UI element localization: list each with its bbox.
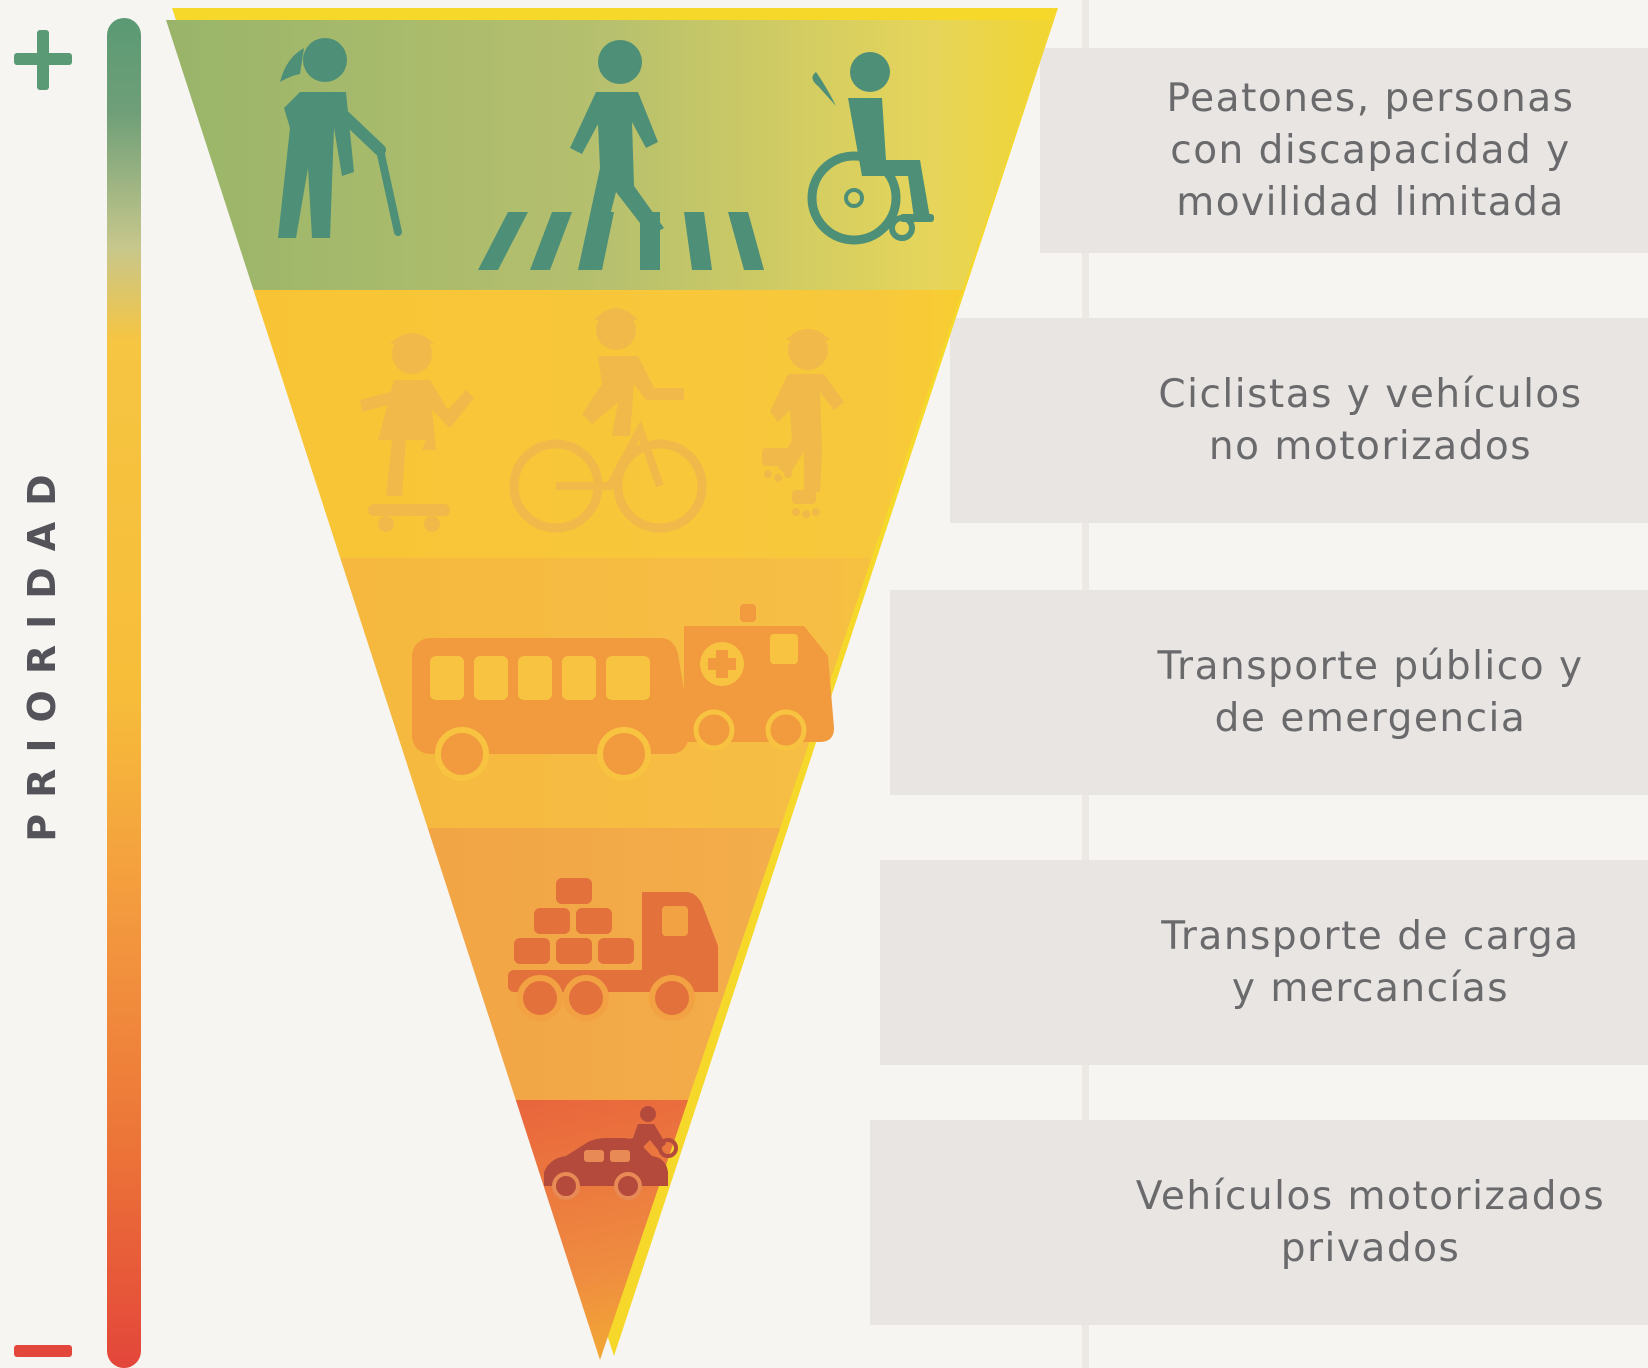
bus-icon [412,638,690,781]
level-band [870,1120,1648,1325]
level-band [950,318,1648,523]
skateboarder-icon [360,333,474,532]
level-band [890,590,1648,795]
pedestrian-crosswalk-icon [478,40,764,270]
level-label-pedestrians: Peatones, personas con discapacidad y mo… [1166,75,1575,225]
cargo-truck-icon [508,878,718,1021]
level-4-cargo [166,828,1054,1100]
level-label-cyclists: Ciclistas y vehículos no motorizados [1158,371,1583,469]
plus-icon [14,30,72,90]
level-2-cyclists [166,290,1054,558]
level-label-private-vehicles: Vehículos motorizados privados [1135,1173,1606,1271]
priority-gradient-bar [107,18,141,1368]
level-band [1040,48,1648,253]
level-band [880,860,1648,1065]
inline-skater-icon [762,329,844,518]
cyclist-icon [509,308,707,533]
level-5-private-vehicles [166,1100,1054,1360]
minus-icon [14,1345,72,1357]
level-label-cargo: Transporte de carga y mercancías [1161,913,1580,1011]
ambulance-icon [684,604,834,751]
woman-with-cane-icon [278,38,402,238]
car-icon [544,1138,668,1200]
level-label-public-transport: Transporte público y de emergencia [1157,643,1584,741]
wheelchair-user-icon [807,52,934,245]
